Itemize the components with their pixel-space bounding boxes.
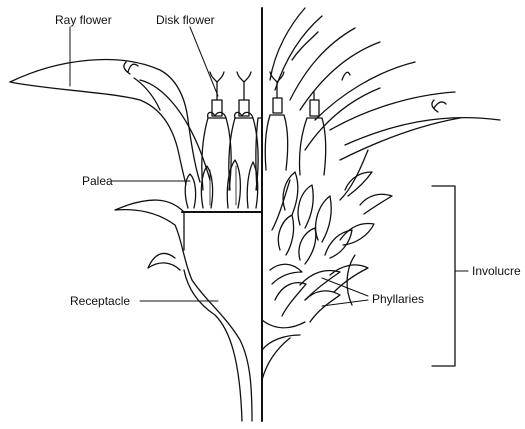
disk-flower-leader	[189, 26, 219, 97]
ray-flower-label: Ray flower	[55, 13, 112, 27]
involucre-bracket	[431, 185, 456, 367]
receptacle-label: Receptacle	[70, 294, 131, 308]
phyllaries-leader-upper	[321, 277, 369, 297]
disk-flowers-right-drawing	[264, 71, 447, 176]
involucre-label: Involucre	[472, 264, 521, 278]
disk-flowers-left-drawing	[201, 71, 263, 191]
palea-drawing	[184, 159, 259, 209]
palea-label: Palea	[82, 174, 113, 188]
disk-flower-label: Disk flower	[156, 13, 215, 27]
right-petals-drawing	[269, 7, 501, 161]
phyllaries-drawing	[261, 149, 393, 381]
phyllaries-leader-lower	[321, 299, 369, 307]
receptacle-drawing	[114, 199, 263, 422]
ray-flower-drawing	[9, 58, 211, 185]
phyllaries-label: Phyllaries	[372, 292, 425, 306]
